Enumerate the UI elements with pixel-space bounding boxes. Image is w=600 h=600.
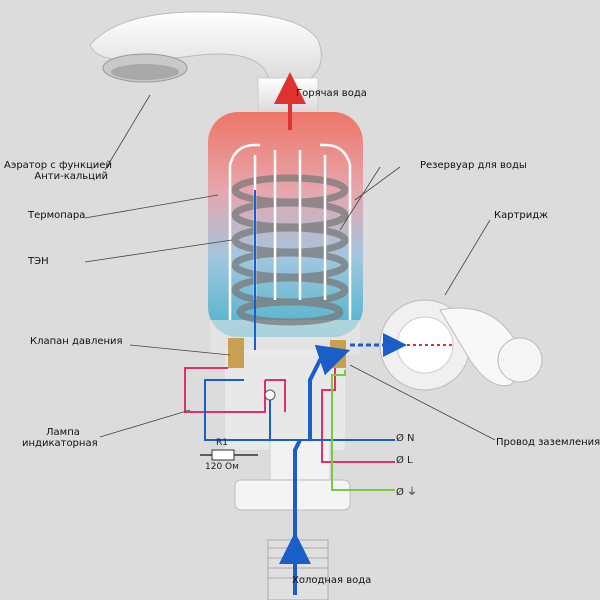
terminal-ground: Ø ⏚ (396, 487, 418, 498)
pressure-valve-left (228, 338, 244, 368)
cartridge-handle (379, 299, 543, 391)
lamp-label-line2: индикаторная (22, 438, 98, 449)
wiring (184, 367, 395, 491)
aerator-label-line1: Аэратор с функцией (4, 160, 112, 171)
flow-arrows (228, 143, 352, 320)
reservoir-label: Резервуар для воды (420, 160, 527, 171)
terminal-n: Ø N (396, 433, 415, 444)
aerator-label-line2: Анти-кальций (34, 171, 108, 182)
resistor-value: 120 Ом (205, 462, 239, 472)
cold-water-label: Холодная вода (292, 575, 372, 586)
heater-label: ТЭН (28, 256, 49, 267)
cartridge-label: Картридж (494, 210, 549, 221)
leader-lines (84, 94, 496, 441)
hot-water-label: Горячая вода (296, 88, 367, 99)
heating-element (231, 174, 349, 326)
resistor-name: R1 (216, 438, 228, 448)
lamp-label-line1: Лампа (46, 427, 80, 438)
thermocouple-label: Термопара (28, 210, 86, 221)
faucet-spout (89, 11, 322, 114)
terminal-l: Ø L (396, 455, 413, 466)
pressure-valve-label: Клапан давления (30, 336, 123, 347)
ground-wire-label: Провод заземления (496, 437, 600, 448)
